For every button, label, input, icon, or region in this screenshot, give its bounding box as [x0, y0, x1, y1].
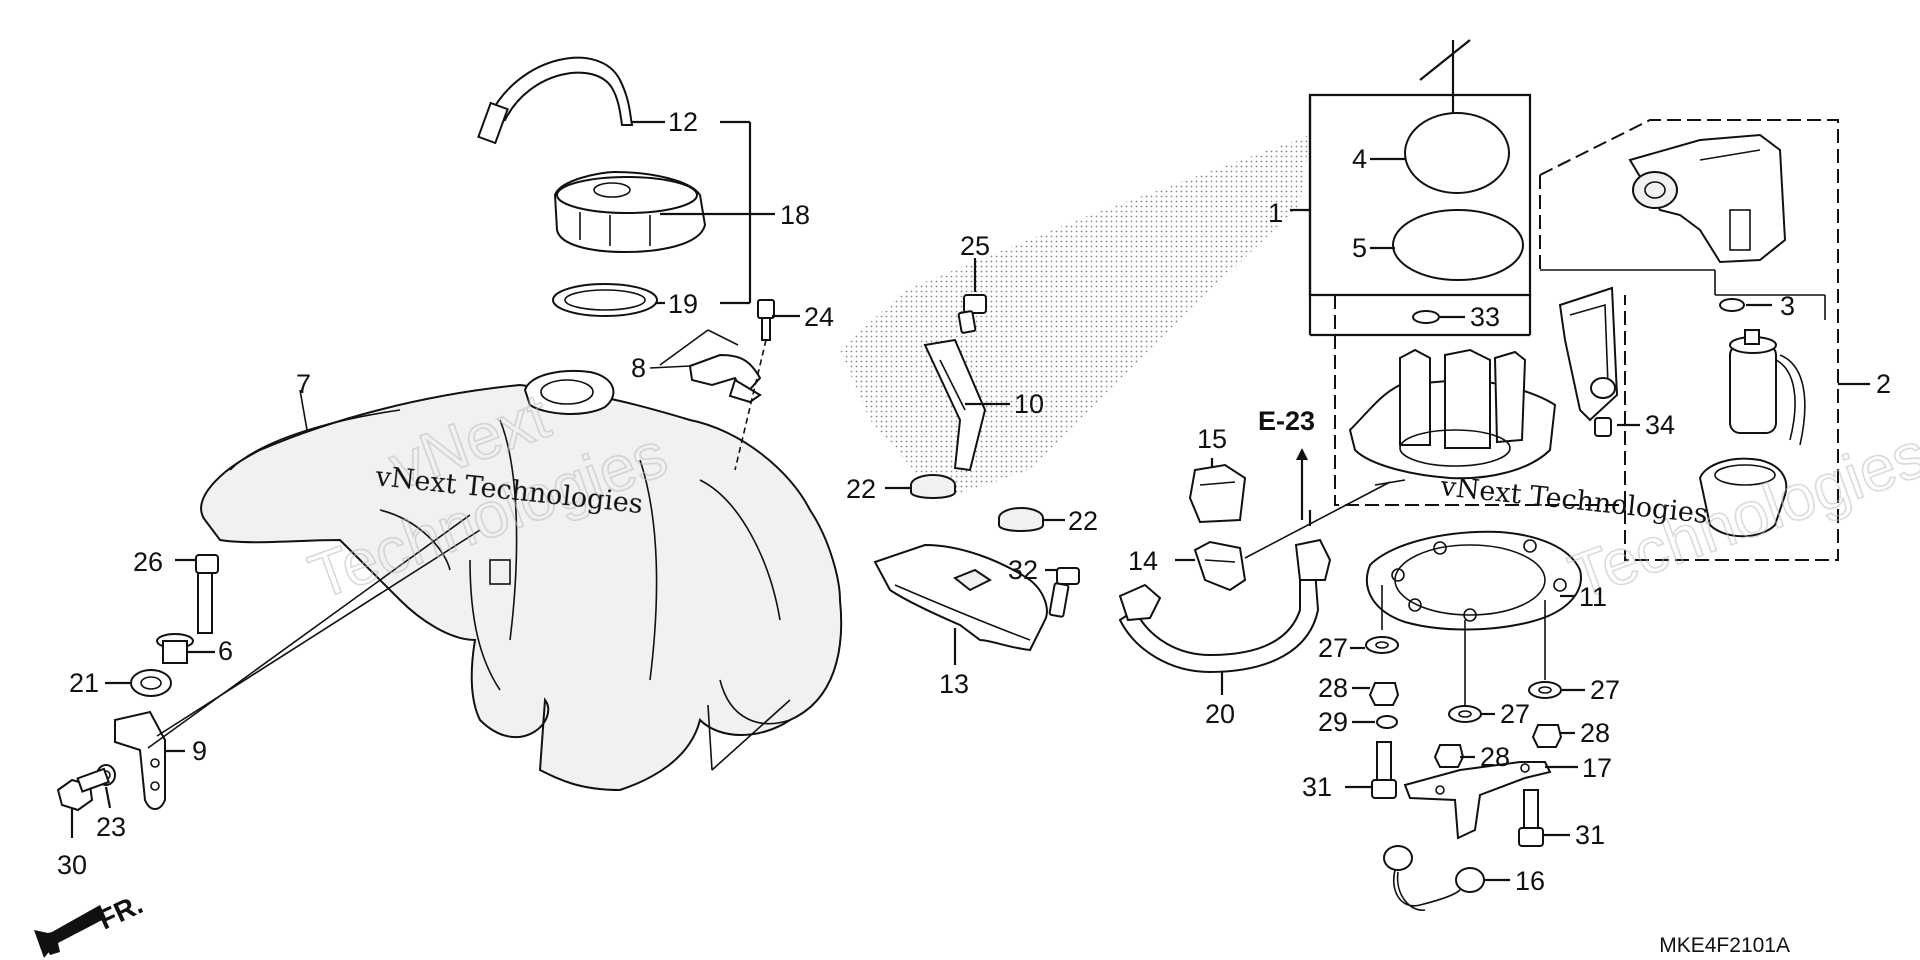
- callout-22a: 22: [846, 474, 876, 504]
- callout-25: 25: [960, 231, 990, 261]
- collar-6-part: [156, 633, 194, 664]
- fuel-cap-part: [553, 170, 707, 254]
- callout-30: 30: [57, 850, 87, 880]
- pump-group-frame-dashed: [1334, 295, 1626, 506]
- bolt-25-part: [957, 294, 987, 334]
- ground-wire-16-part: [1383, 845, 1485, 911]
- connector-14-part: [1193, 540, 1247, 592]
- bracket-9-part: [114, 710, 166, 810]
- callout-32: 32: [1008, 555, 1038, 585]
- callout-31b: 31: [1575, 820, 1605, 850]
- callout-20: 20: [1205, 699, 1235, 729]
- pump-group-2-frame-dashed: [1539, 119, 1839, 561]
- pump-gasket-11-part: [1365, 530, 1582, 631]
- cap-gasket-part: [552, 283, 658, 317]
- callout-11: 11: [1579, 582, 1607, 612]
- callout-27b: 27: [1500, 699, 1530, 729]
- bolt-24-part: [757, 299, 775, 341]
- callout-24: 24: [804, 302, 834, 332]
- callout-4: 4: [1352, 144, 1367, 174]
- callout-17: 17: [1582, 753, 1612, 783]
- reference-label: E-23: [1258, 406, 1315, 436]
- washer-29-part: [1376, 715, 1398, 729]
- breather-tube-part: [488, 56, 634, 126]
- callout-10: 10: [1014, 389, 1044, 419]
- clip-15-part: [1188, 463, 1247, 524]
- callout-2: 2: [1876, 369, 1891, 399]
- plug-22b-part: [998, 507, 1044, 532]
- callout-29: 29: [1318, 707, 1348, 737]
- callout-27a: 27: [1318, 633, 1348, 663]
- tube-10-part: [923, 338, 987, 472]
- callout-3: 3: [1780, 291, 1795, 321]
- bolt-31a-part: [1371, 741, 1397, 799]
- callout-1: 1: [1268, 198, 1283, 228]
- filter-cup-part: [1698, 457, 1788, 538]
- dotted-shading-area: [840, 135, 1310, 500]
- front-direction-label: FR.: [93, 888, 147, 935]
- callout-28b: 28: [1480, 742, 1510, 772]
- callout-23: 23: [96, 812, 126, 842]
- bolt-26-part: [195, 554, 219, 634]
- callout-5: 5: [1352, 233, 1367, 263]
- plug-22a-part: [910, 474, 956, 499]
- clip-34-part: [1590, 377, 1616, 437]
- callout-6: 6: [218, 636, 233, 666]
- callout-16: 16: [1515, 866, 1545, 896]
- nut-28c-part: [1531, 724, 1563, 748]
- callout-26: 26: [133, 547, 163, 577]
- diagram-code: MKE4F2101A: [1659, 934, 1790, 957]
- leader-tank-lower: [707, 704, 713, 771]
- front-direction-arrow-icon: [34, 905, 106, 958]
- rubber-mount-21-part: [130, 669, 172, 697]
- nut-28b-part: [1433, 744, 1465, 768]
- callout-22b: 22: [1068, 506, 1098, 536]
- breather-tube-end: [477, 101, 509, 145]
- washer-3-part: [1719, 298, 1745, 312]
- protector-13-part: [873, 543, 1048, 652]
- callout-34: 34: [1645, 410, 1675, 440]
- callout-28c: 28: [1580, 718, 1610, 748]
- callout-19: 19: [668, 289, 698, 319]
- washer-27b-part: [1448, 705, 1482, 723]
- callout-15: 15: [1197, 424, 1227, 454]
- callout-13: 13: [939, 669, 969, 699]
- washer-27c-part: [1528, 681, 1562, 699]
- pump-motor-part: [1729, 329, 1806, 446]
- callout-8: 8: [631, 353, 646, 383]
- o-ring-4-part: [1404, 112, 1510, 194]
- callout-14: 14: [1128, 546, 1158, 576]
- fuel-hose-20-part: [1118, 538, 1332, 674]
- leader-7: [299, 389, 308, 431]
- strainer-part: [1558, 286, 1619, 422]
- bolt-30-part: [56, 767, 110, 812]
- bolt-32-part: [1048, 567, 1080, 618]
- stay-17-part: [1403, 761, 1552, 840]
- watermark-text-right: vNext Technologies: [1438, 471, 1709, 530]
- washer-33-part: [1412, 310, 1440, 324]
- callout-12: 12: [668, 107, 698, 137]
- callout-9: 9: [192, 736, 207, 766]
- callout-28a: 28: [1318, 673, 1348, 703]
- callout-31a: 31: [1302, 772, 1332, 802]
- callout-7: 7: [296, 369, 311, 399]
- callout-21: 21: [69, 668, 99, 698]
- callout-33: 33: [1470, 302, 1500, 332]
- bracket-8-part: [688, 353, 762, 404]
- nut-28a-part: [1368, 682, 1400, 706]
- o-ring-5-part: [1392, 209, 1524, 281]
- washer-27a-part: [1365, 636, 1399, 654]
- fuel-tank-part: [200, 369, 843, 792]
- leader-tank-lower-b: [711, 699, 791, 771]
- bolt-31b-part: [1518, 789, 1544, 847]
- callout-18: 18: [780, 200, 810, 230]
- fuel-pump-body-part: [1348, 348, 1557, 486]
- callout-27c: 27: [1590, 675, 1620, 705]
- pump-unit-top-part: [1628, 133, 1787, 264]
